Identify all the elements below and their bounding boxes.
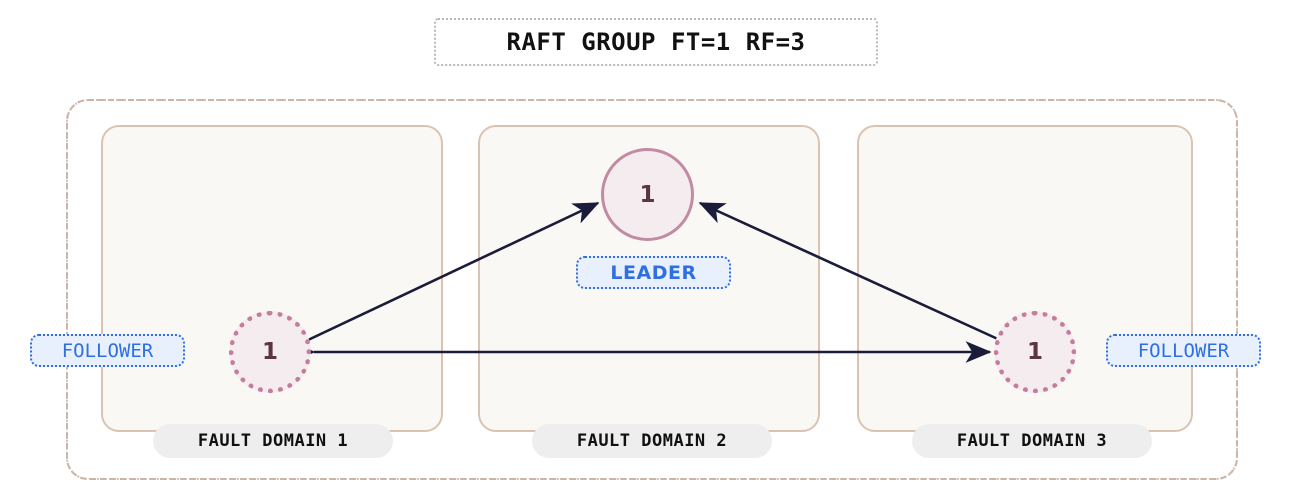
fault-domain-3-label: FAULT DOMAIN 3	[912, 424, 1152, 458]
fault-domain-3-label-text: FAULT DOMAIN 3	[956, 431, 1108, 451]
raft-group-boundary	[66, 99, 1238, 480]
badge-follower-right: FOLLOWER	[1106, 334, 1261, 367]
fault-domain-1-label: FAULT DOMAIN 1	[153, 424, 393, 458]
badge-follower-left: FOLLOWER	[30, 334, 185, 367]
fault-domain-2-label: FAULT DOMAIN 2	[532, 424, 772, 458]
node-leader-value: 1	[639, 181, 656, 208]
fault-domain-1-label-text: FAULT DOMAIN 1	[197, 431, 349, 451]
badge-follower-right-label: FOLLOWER	[1137, 339, 1230, 362]
fault-domain-2-label-text: FAULT DOMAIN 2	[576, 431, 728, 451]
badge-leader-label: LEADER	[610, 261, 697, 284]
diagram-title-text: RAFT GROUP FT=1 RF=3	[506, 28, 806, 56]
node-follower-1-value: 1	[261, 339, 278, 365]
badge-leader: LEADER	[576, 256, 731, 289]
diagram-title: RAFT GROUP FT=1 RF=3	[434, 18, 878, 66]
badge-follower-left-label: FOLLOWER	[61, 339, 154, 362]
node-follower-1[interactable]: 1	[229, 311, 311, 393]
node-follower-2-value: 1	[1026, 339, 1043, 365]
node-leader[interactable]: 1	[601, 148, 694, 241]
node-follower-2[interactable]: 1	[994, 311, 1076, 393]
